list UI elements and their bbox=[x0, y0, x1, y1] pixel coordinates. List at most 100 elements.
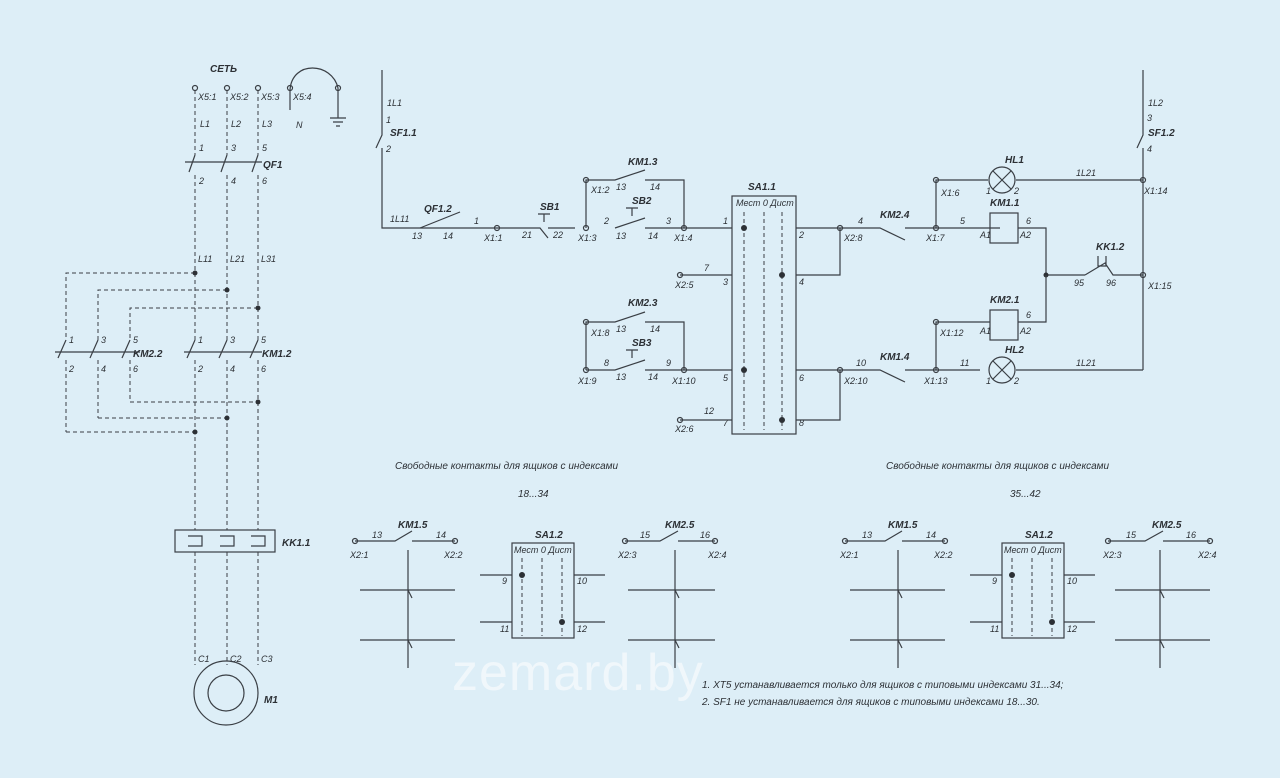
hl1-pin-1: 1 bbox=[986, 186, 991, 196]
km25-pin15-left: 15 bbox=[640, 530, 651, 540]
motor-lead-c2: C2 bbox=[230, 654, 242, 664]
wire-11: 11 bbox=[960, 358, 969, 368]
km11-label: KM1.1 bbox=[990, 198, 1020, 209]
qf12-pin-14: 14 bbox=[443, 231, 453, 241]
sa12-header-right: Мест 0 Дист bbox=[1004, 545, 1062, 555]
sa11-pin-2: 2 bbox=[798, 230, 804, 240]
hl2-pin-2: 2 bbox=[1013, 376, 1019, 386]
qf1-pin-1: 1 bbox=[199, 143, 204, 153]
sb3-pin-14: 14 bbox=[648, 372, 658, 382]
sb1-pin-22: 22 bbox=[552, 230, 563, 240]
km13-label: KM1.3 bbox=[628, 157, 658, 168]
sa11-label: SA1.1 bbox=[748, 182, 776, 193]
terminal-x1-3: X1:3 bbox=[577, 233, 597, 243]
km11-a2: A2 bbox=[1019, 230, 1031, 240]
km12-pin-2: 2 bbox=[197, 364, 203, 374]
sa12-pin11-left: 11 bbox=[500, 624, 509, 634]
sb1-pin-21: 21 bbox=[521, 230, 532, 240]
sf12-label: SF1.2 bbox=[1148, 128, 1175, 139]
qf12-pin-13: 13 bbox=[412, 231, 422, 241]
qf1-label: QF1 bbox=[263, 160, 283, 171]
terminal-x1-10: X1:10 bbox=[671, 376, 696, 386]
km23-pin-13: 13 bbox=[616, 324, 626, 334]
phase-l2: L2 bbox=[231, 119, 241, 129]
qf12-label: QF1.2 bbox=[424, 204, 452, 215]
sf11-pin-2: 2 bbox=[385, 144, 391, 154]
motor-label: M1 bbox=[264, 695, 278, 706]
km12-pin-4: 4 bbox=[230, 364, 235, 374]
free-contacts-left: Свободные контакты для ящиков с индексам… bbox=[349, 460, 727, 668]
wire-9: 9 bbox=[666, 358, 671, 368]
hl1-label: HL1 bbox=[1005, 155, 1024, 166]
km22-label: KM2.2 bbox=[133, 349, 163, 360]
terminal-x2-6: X2:6 bbox=[674, 424, 694, 434]
lamp-hl2: HL2 1 2 bbox=[986, 345, 1024, 386]
wire-7: 7 bbox=[704, 263, 710, 273]
terminal-x1-4: X1:4 bbox=[673, 233, 693, 243]
km25-label-left: KM2.5 bbox=[665, 520, 695, 531]
wire-10: 10 bbox=[856, 358, 866, 368]
terminal-x2-5: X2:5 bbox=[674, 280, 695, 290]
km22-pin-5: 5 bbox=[133, 335, 139, 345]
sa12-label-left: SA1.2 bbox=[535, 530, 563, 541]
qf1-pin-5: 5 bbox=[262, 143, 268, 153]
wire-1l2: 1L2 bbox=[1148, 98, 1163, 108]
hl2-label: HL2 bbox=[1005, 345, 1024, 356]
sb3-label: SB3 bbox=[632, 338, 652, 349]
control-circuit: 1L1 1 2 SF1.1 1L11 QF1.2 13 14 1 X1:1 SB… bbox=[375, 70, 1175, 435]
ground-icon bbox=[289, 67, 346, 127]
sa12-pin12-right: 12 bbox=[1067, 624, 1077, 634]
km15-pin13-right: 13 bbox=[862, 530, 872, 540]
sa12-pin10-left: 10 bbox=[577, 576, 587, 586]
terminal-x1-2: X1:2 bbox=[590, 185, 610, 195]
sa11-pin-5: 5 bbox=[723, 373, 729, 383]
qf1-pin-6: 6 bbox=[262, 176, 267, 186]
sa12-pin11-right: 11 bbox=[990, 624, 999, 634]
caption-left: Свободные контакты для ящиков с индексам… bbox=[395, 460, 619, 472]
switch-sa1-1: SA1.1 Мест 0 Дист 1 2 3 4 5 6 7 8 bbox=[723, 182, 804, 435]
km22-pin-3: 3 bbox=[101, 335, 106, 345]
km13-pin-14: 14 bbox=[650, 182, 660, 192]
wire-3: 3 bbox=[666, 216, 671, 226]
terminal-x5-3: X5:3 bbox=[260, 92, 280, 102]
terminal-x2-4-right: X2:4 bbox=[1197, 550, 1217, 560]
x5-terminals: X5:1 X5:2 X5:3 X5:4 bbox=[191, 84, 342, 102]
sa12-pin9-right: 9 bbox=[992, 576, 997, 586]
sa12-pin9-left: 9 bbox=[502, 576, 507, 586]
km15-label-left: KM1.5 bbox=[398, 520, 428, 531]
sf11-pin-1: 1 bbox=[386, 115, 391, 125]
km12-pin-6: 6 bbox=[261, 364, 266, 374]
motor-icon bbox=[193, 660, 259, 726]
km25-pin16-right: 16 bbox=[1186, 530, 1196, 540]
sa12-pin12-left: 12 bbox=[577, 624, 587, 634]
terminal-x1-13: X1:13 bbox=[923, 376, 948, 386]
wire-1l21-bottom: 1L21 bbox=[1076, 358, 1096, 368]
wire-1l11: 1L11 bbox=[390, 214, 409, 224]
sa11-header: Мест 0 Дист bbox=[736, 198, 794, 208]
terminal-x2-1-left: X2:1 bbox=[349, 550, 369, 560]
km22-pin-6: 6 bbox=[133, 364, 138, 374]
qf1-pin-2: 2 bbox=[198, 176, 204, 186]
qf1-pin-4: 4 bbox=[231, 176, 236, 186]
terminal-x1-6: X1:6 bbox=[940, 188, 960, 198]
contact-km2-2: 1 3 5 2 4 6 KM2.2 bbox=[55, 335, 163, 432]
terminal-x2-3-left: X2:3 bbox=[617, 550, 637, 560]
km12-pin-5: 5 bbox=[261, 335, 267, 345]
terminal-x2-4-left: X2:4 bbox=[707, 550, 727, 560]
kk12-pin-96: 96 bbox=[1106, 278, 1116, 288]
phase-l3: L3 bbox=[262, 119, 272, 129]
kk12-pin-95: 95 bbox=[1074, 278, 1085, 288]
terminal-x2-2-right: X2:2 bbox=[933, 550, 953, 560]
caption-right: Свободные контакты для ящиков с индексам… bbox=[886, 460, 1110, 472]
km15-label-right: KM1.5 bbox=[888, 520, 918, 531]
phase-l1: L1 bbox=[200, 119, 210, 129]
kk12-label: KK1.2 bbox=[1096, 242, 1125, 253]
wire-6-bottom: 6 bbox=[1026, 310, 1031, 320]
free-contacts-right: Свободные контакты для ящиков с индексам… bbox=[839, 460, 1217, 668]
sa11-pin-7: 7 bbox=[723, 418, 729, 428]
wire-l11: L11 bbox=[198, 254, 212, 264]
terminal-x5-4: X5:4 bbox=[292, 92, 312, 102]
sa12-label-right: SA1.2 bbox=[1025, 530, 1053, 541]
